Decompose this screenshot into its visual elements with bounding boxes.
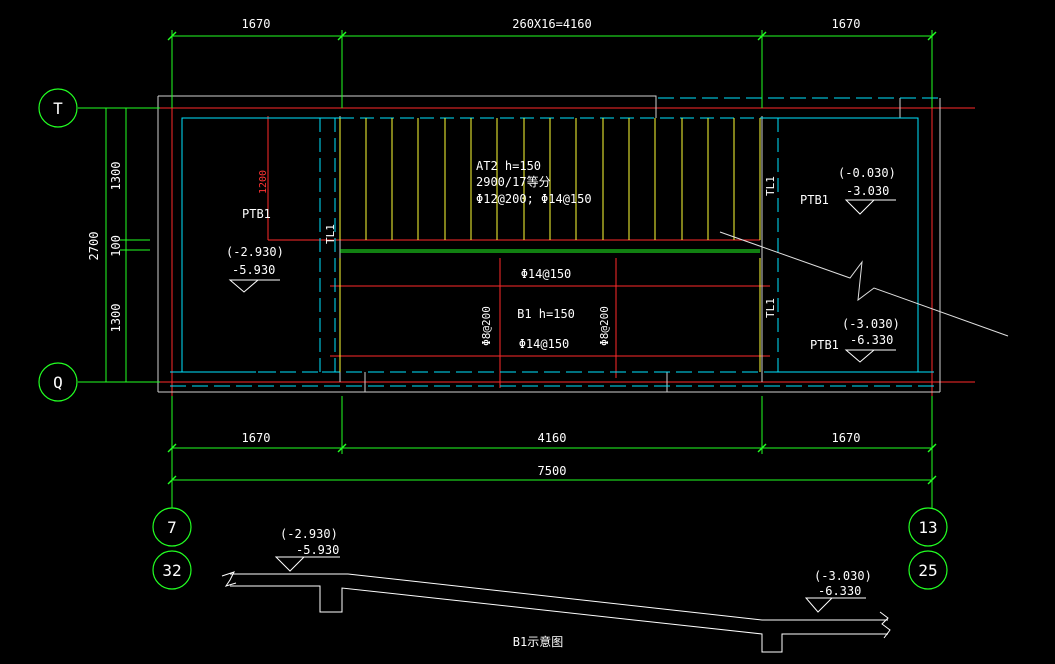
elevation-right-top-a: (-0.030) [838,166,896,180]
elevation-right-bottom-a: (-3.030) [842,317,900,331]
tick [337,443,347,453]
dim-top-middle: 260X16=4160 [512,17,591,31]
dim-left-middle: 100 [109,235,123,257]
section-title: B1示意图 [513,634,563,649]
stair-steps: 2900/17等分 [476,175,551,189]
axis-bubble-25 [908,550,948,590]
section-bottom-line [230,585,888,653]
dim-top-right: 1670 [832,17,861,31]
tick [927,31,937,41]
tl-right-top-label: TL1 [764,176,777,196]
tick [167,475,177,485]
slab-side-rebar-right-label: Φ8@200 [598,306,611,346]
elevation-section-right-b: -6.330 [818,584,861,598]
tick [167,31,177,41]
dim-left-upper: 1300 [109,162,123,191]
elevation-right-bottom-b: -6.330 [850,333,893,347]
axis-label-13: 13 [918,518,937,537]
dim-left-total: 2700 [87,232,101,261]
elevation-triangle-section-right [804,597,866,613]
dim-stair-red: 1200 [258,170,269,194]
tick [337,31,347,41]
dim-left-lower: 1300 [109,304,123,333]
tl-right-bottom-label: TL1 [764,298,777,318]
dimension-ticks [167,31,937,485]
elevation-left-b: -5.930 [232,263,275,277]
break-leader [719,231,1009,337]
dim-bottom-left: 1670 [242,431,271,445]
beam-outlines [157,95,941,393]
section-break-left [221,571,237,587]
dimension-lines [100,30,933,510]
axis-bubble-q [38,362,78,402]
tick [167,443,177,453]
axis-label-32: 32 [162,561,181,580]
axis-label-25: 25 [918,561,937,580]
tick [927,475,937,485]
axis-bubbles [38,88,948,590]
stair-treads [339,118,761,372]
dim-bottom-total: 7500 [538,464,567,478]
elevation-right-top-b: -3.030 [846,184,889,198]
elevation-triangle-section-left [274,556,340,572]
tick [927,443,937,453]
tick [757,443,767,453]
axis-lines [78,90,975,520]
slab-bottom-rebar: Φ14@150 [519,337,570,351]
section-top-line [230,573,888,621]
ptb-right-bottom-label: PTB1 [810,338,839,352]
elevation-left-a: (-2.930) [226,245,284,259]
section-profile [221,571,891,653]
dim-bottom-middle: 4160 [538,431,567,445]
slab-top-rebar: Φ14@150 [521,267,572,281]
tl-left-label: TL1 [324,224,337,244]
elevation-section-left-b: -5.930 [296,543,339,557]
right-room-wall [762,117,919,373]
dim-top-left: 1670 [242,17,271,31]
top-beam-outline [158,95,657,118]
break-line [719,231,1009,337]
elevation-section-left-a: (-2.930) [280,527,338,541]
elevation-triangle-right-top [844,199,896,215]
axis-bubble-13 [908,507,948,547]
axis-bubble-t [38,88,78,128]
axis-bubble-32 [152,550,192,590]
axis-bubble-7 [152,507,192,547]
stair-rebar: Φ12@200; Φ14@150 [476,192,592,206]
ptb-right-top-label: PTB1 [800,193,829,207]
elevation-section-right-a: (-3.030) [814,569,872,583]
slab-title: B1 h=150 [517,307,575,321]
dim-bottom-right: 1670 [832,431,861,445]
elevation-symbols [228,199,896,613]
elevation-triangle-left [228,279,280,293]
axis-label-q: Q [53,373,63,392]
stair-title: AT2 h=150 [476,159,541,173]
slab-side-rebar-left-label: Φ8@200 [480,306,493,346]
wall-lines [170,97,940,387]
axis-label-7: 7 [167,518,177,537]
ptb-left-label: PTB1 [242,207,271,221]
section-break-right [879,611,891,639]
tick [757,31,767,41]
elevation-triangle-right-bottom [844,349,896,363]
axis-label-t: T [53,99,63,118]
